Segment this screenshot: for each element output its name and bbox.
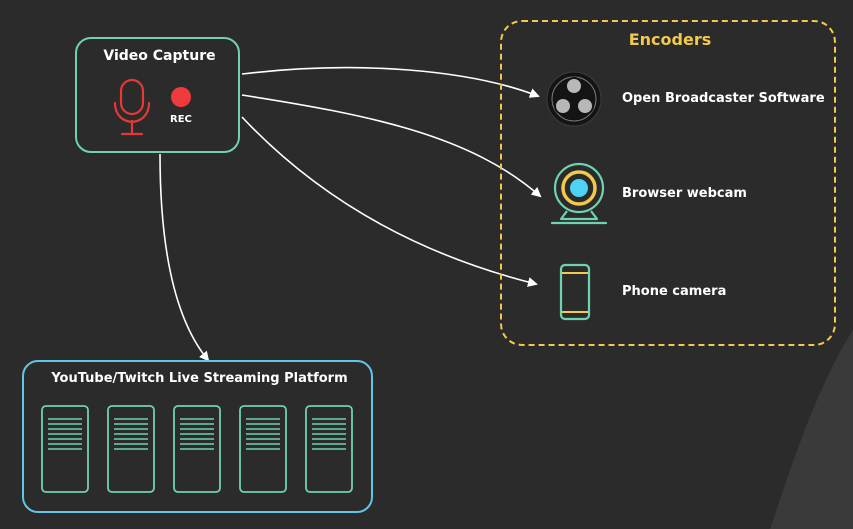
background-slope-shape [770, 330, 853, 529]
platform-title: YouTube/Twitch Live Streaming Platform [51, 371, 348, 386]
video-capture-box [75, 37, 240, 153]
encoder-label-webcam: Browser webcam [622, 186, 747, 201]
arrow-to-phone [241, 116, 538, 287]
video-capture-title: Video Capture [103, 48, 216, 64]
viewer-screen-tile [107, 405, 155, 493]
encoder-label-obs: Open Broadcaster Software [622, 91, 825, 106]
viewer-screen-tile [239, 405, 287, 493]
platform-box [22, 360, 373, 513]
arrow-to-webcam [241, 94, 542, 198]
webcam-icon [550, 162, 608, 225]
arrow-to-platform [159, 153, 210, 362]
encoders-title: Encoders [628, 30, 712, 49]
obs-logo-icon [546, 71, 602, 127]
viewer-screens [41, 405, 353, 493]
rec-dot-icon [171, 87, 191, 107]
encoder-label-phone: Phone camera [622, 284, 727, 299]
arrow-to-obs [241, 66, 540, 98]
viewer-screen-tile [41, 405, 89, 493]
phone-icon [559, 263, 591, 321]
microphone-icon [113, 78, 151, 136]
encoders-box [500, 20, 836, 346]
viewer-screen-tile [305, 405, 353, 493]
rec-label: REC [170, 114, 192, 125]
viewer-screen-tile [173, 405, 221, 493]
